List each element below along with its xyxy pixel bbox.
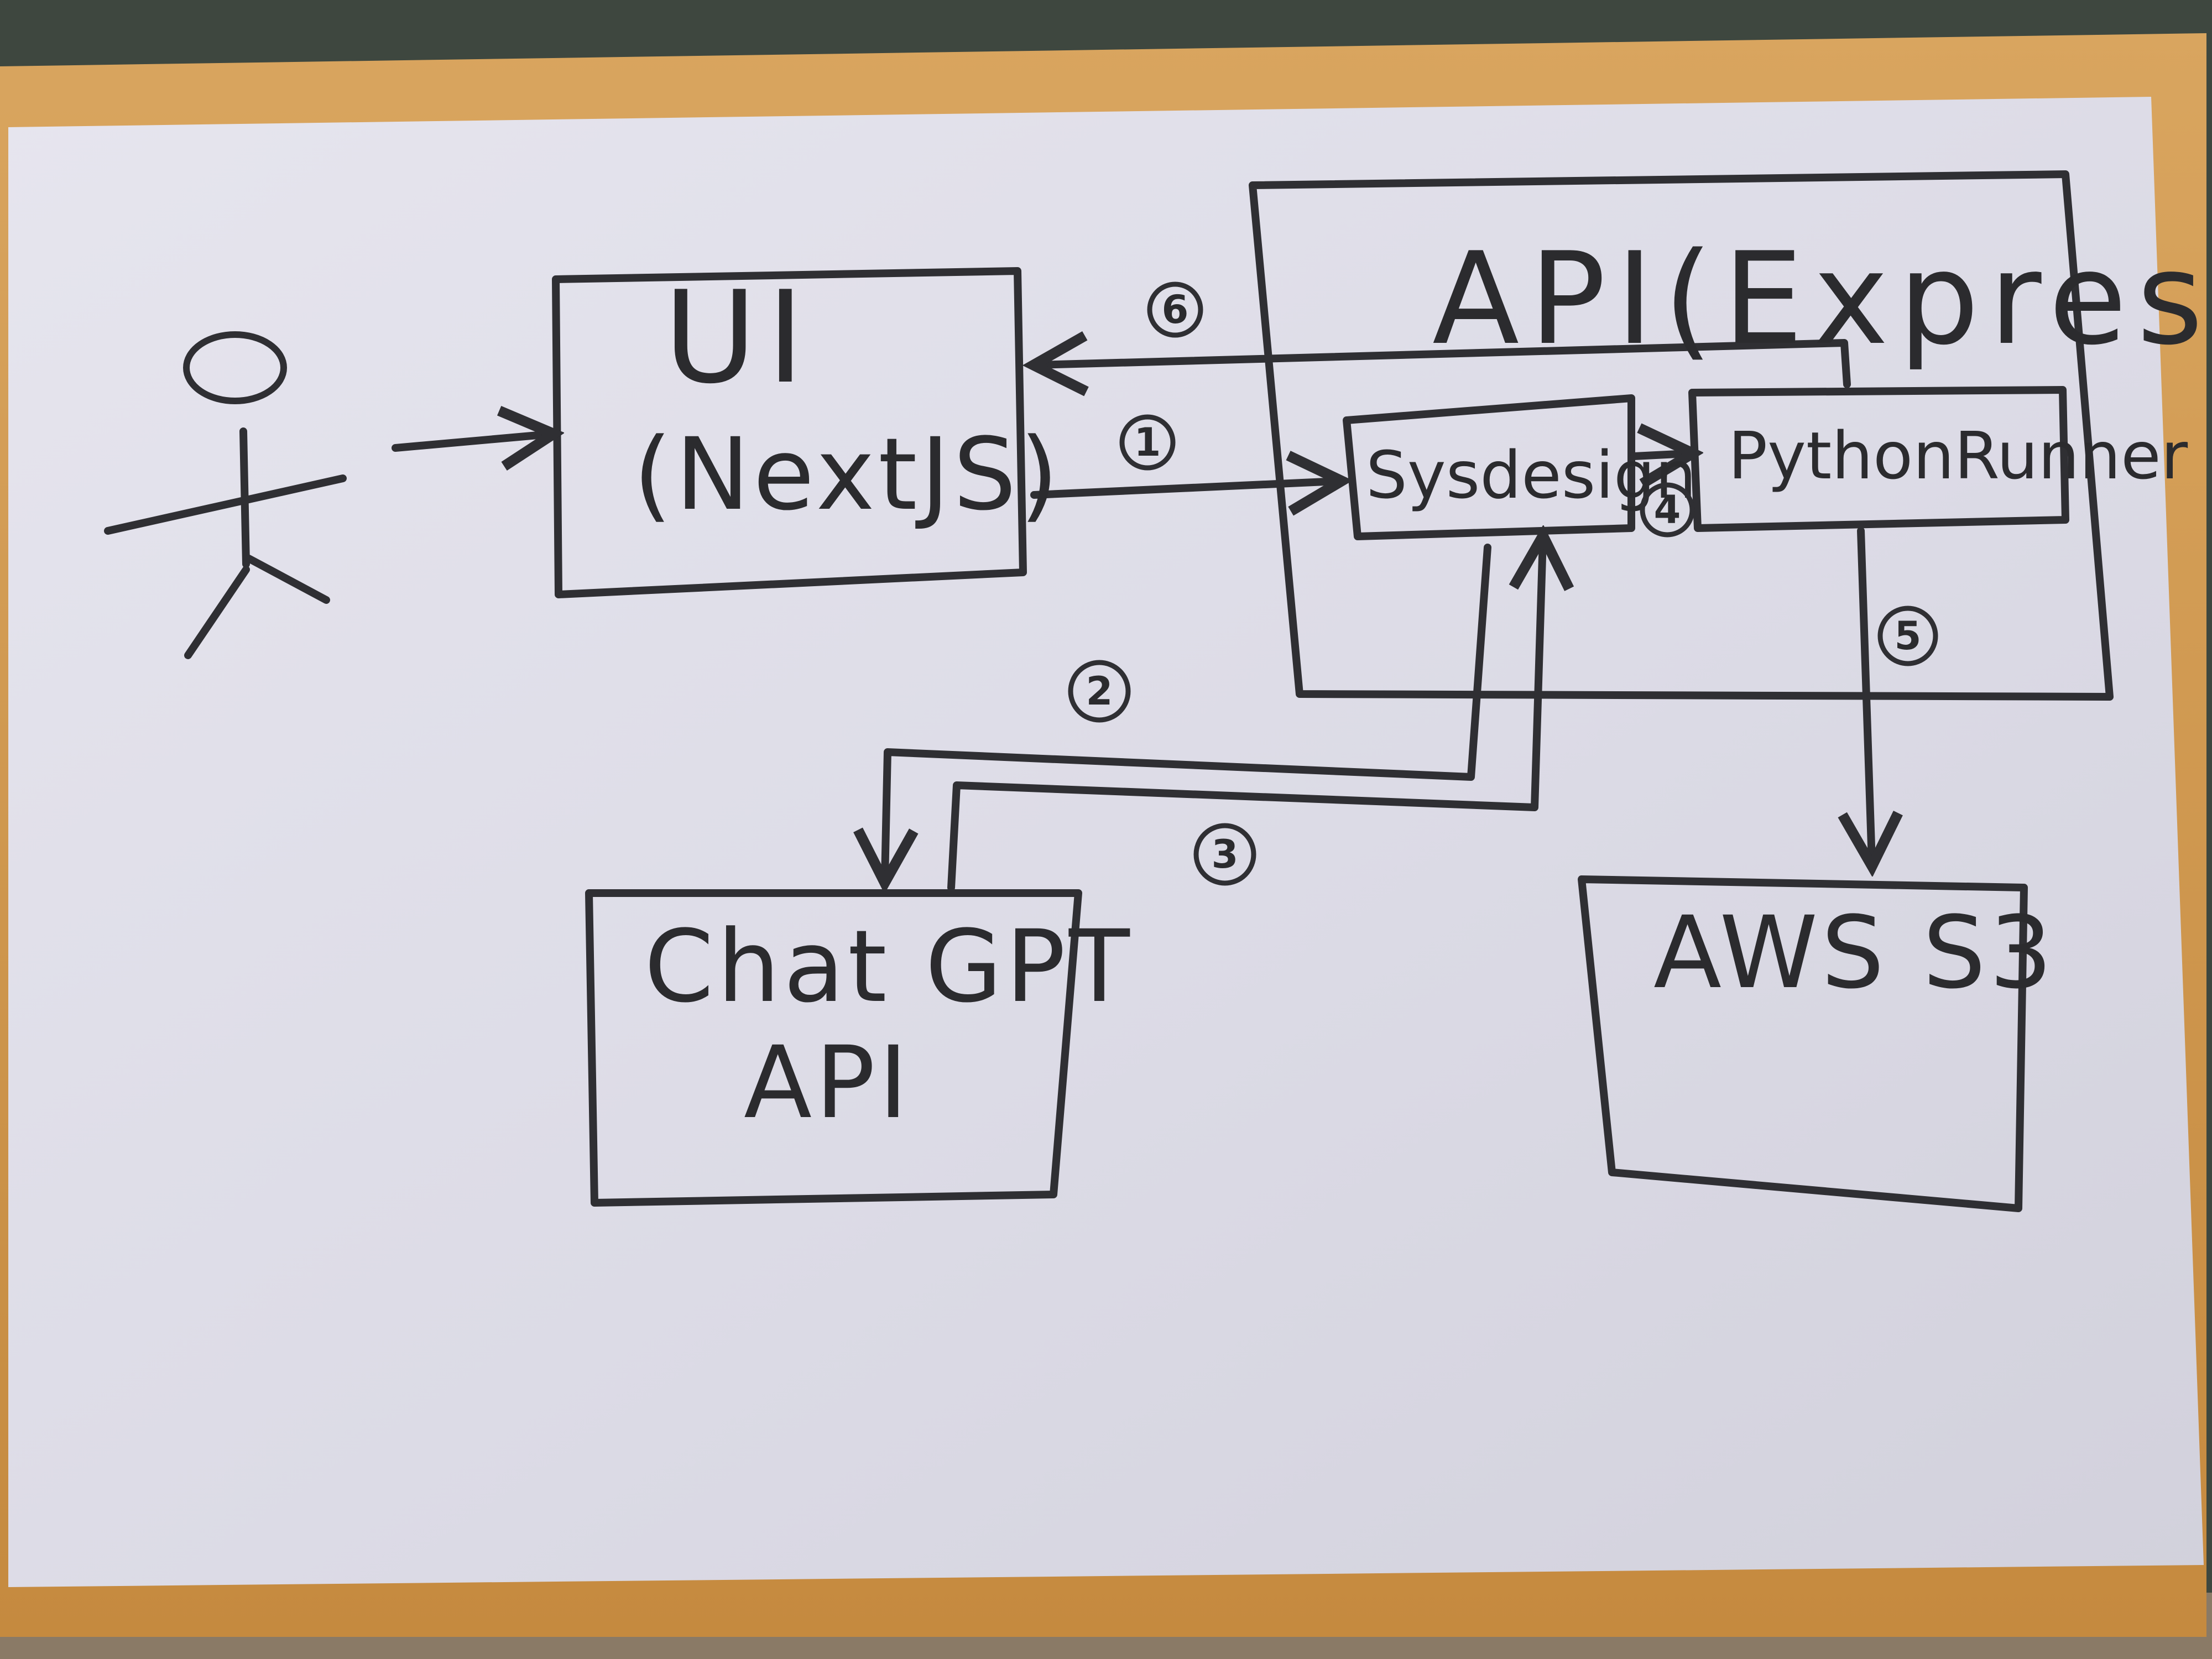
- ui-subtitle: (NextJS): [633, 417, 1062, 533]
- user-head: [183, 331, 287, 404]
- ui-box: [552, 267, 1027, 598]
- arrow-ui-to-sysdesign: [1030, 481, 1338, 495]
- step-marker-3: 3: [1193, 823, 1256, 886]
- python-runner-label: PythonRunner: [1728, 418, 2188, 494]
- arrow-sysdesign-to-chatgpt: [885, 544, 1491, 879]
- step-marker-2: 2: [1068, 660, 1131, 723]
- user-leg-right: [245, 555, 330, 604]
- arrow-chatgpt-to-sysdesign: [947, 539, 1543, 891]
- svg-text:4: 4: [1654, 487, 1681, 533]
- api-box: [1249, 170, 2114, 701]
- arrow-python-to-ui: [1037, 343, 1851, 384]
- api-title: API(Express): [1432, 226, 2212, 373]
- sysdesign-box: [1343, 394, 1635, 540]
- arrow-python-to-aws: [1861, 527, 1872, 863]
- chatgpt-label-line2: API: [744, 1025, 911, 1141]
- svg-text:1: 1: [1134, 420, 1161, 465]
- svg-text:2: 2: [1086, 669, 1113, 714]
- step-marker-6: 6: [1147, 281, 1203, 338]
- aws-box: [1578, 875, 2028, 1212]
- user-arms: [104, 474, 347, 535]
- user-leg-left: [184, 566, 250, 659]
- user-stick-figure: [104, 331, 347, 659]
- step-marker-1: 1: [1119, 414, 1176, 471]
- aws-label: AWS S3: [1653, 895, 2056, 1011]
- svg-text:3: 3: [1212, 832, 1239, 877]
- sysdesign-label: Sysdesign: [1366, 437, 1697, 513]
- step-marker-4: 4: [1640, 482, 1695, 538]
- svg-text:5: 5: [1895, 613, 1922, 659]
- arrow-user-to-ui: [392, 434, 550, 448]
- chatgpt-label-line1: Chat GPT: [644, 909, 1133, 1025]
- ui-title: UI: [664, 264, 814, 412]
- svg-text:6: 6: [1162, 287, 1189, 332]
- arrow-sysdesign-to-python: [1630, 453, 1689, 456]
- step-marker-5: 5: [1877, 606, 1938, 666]
